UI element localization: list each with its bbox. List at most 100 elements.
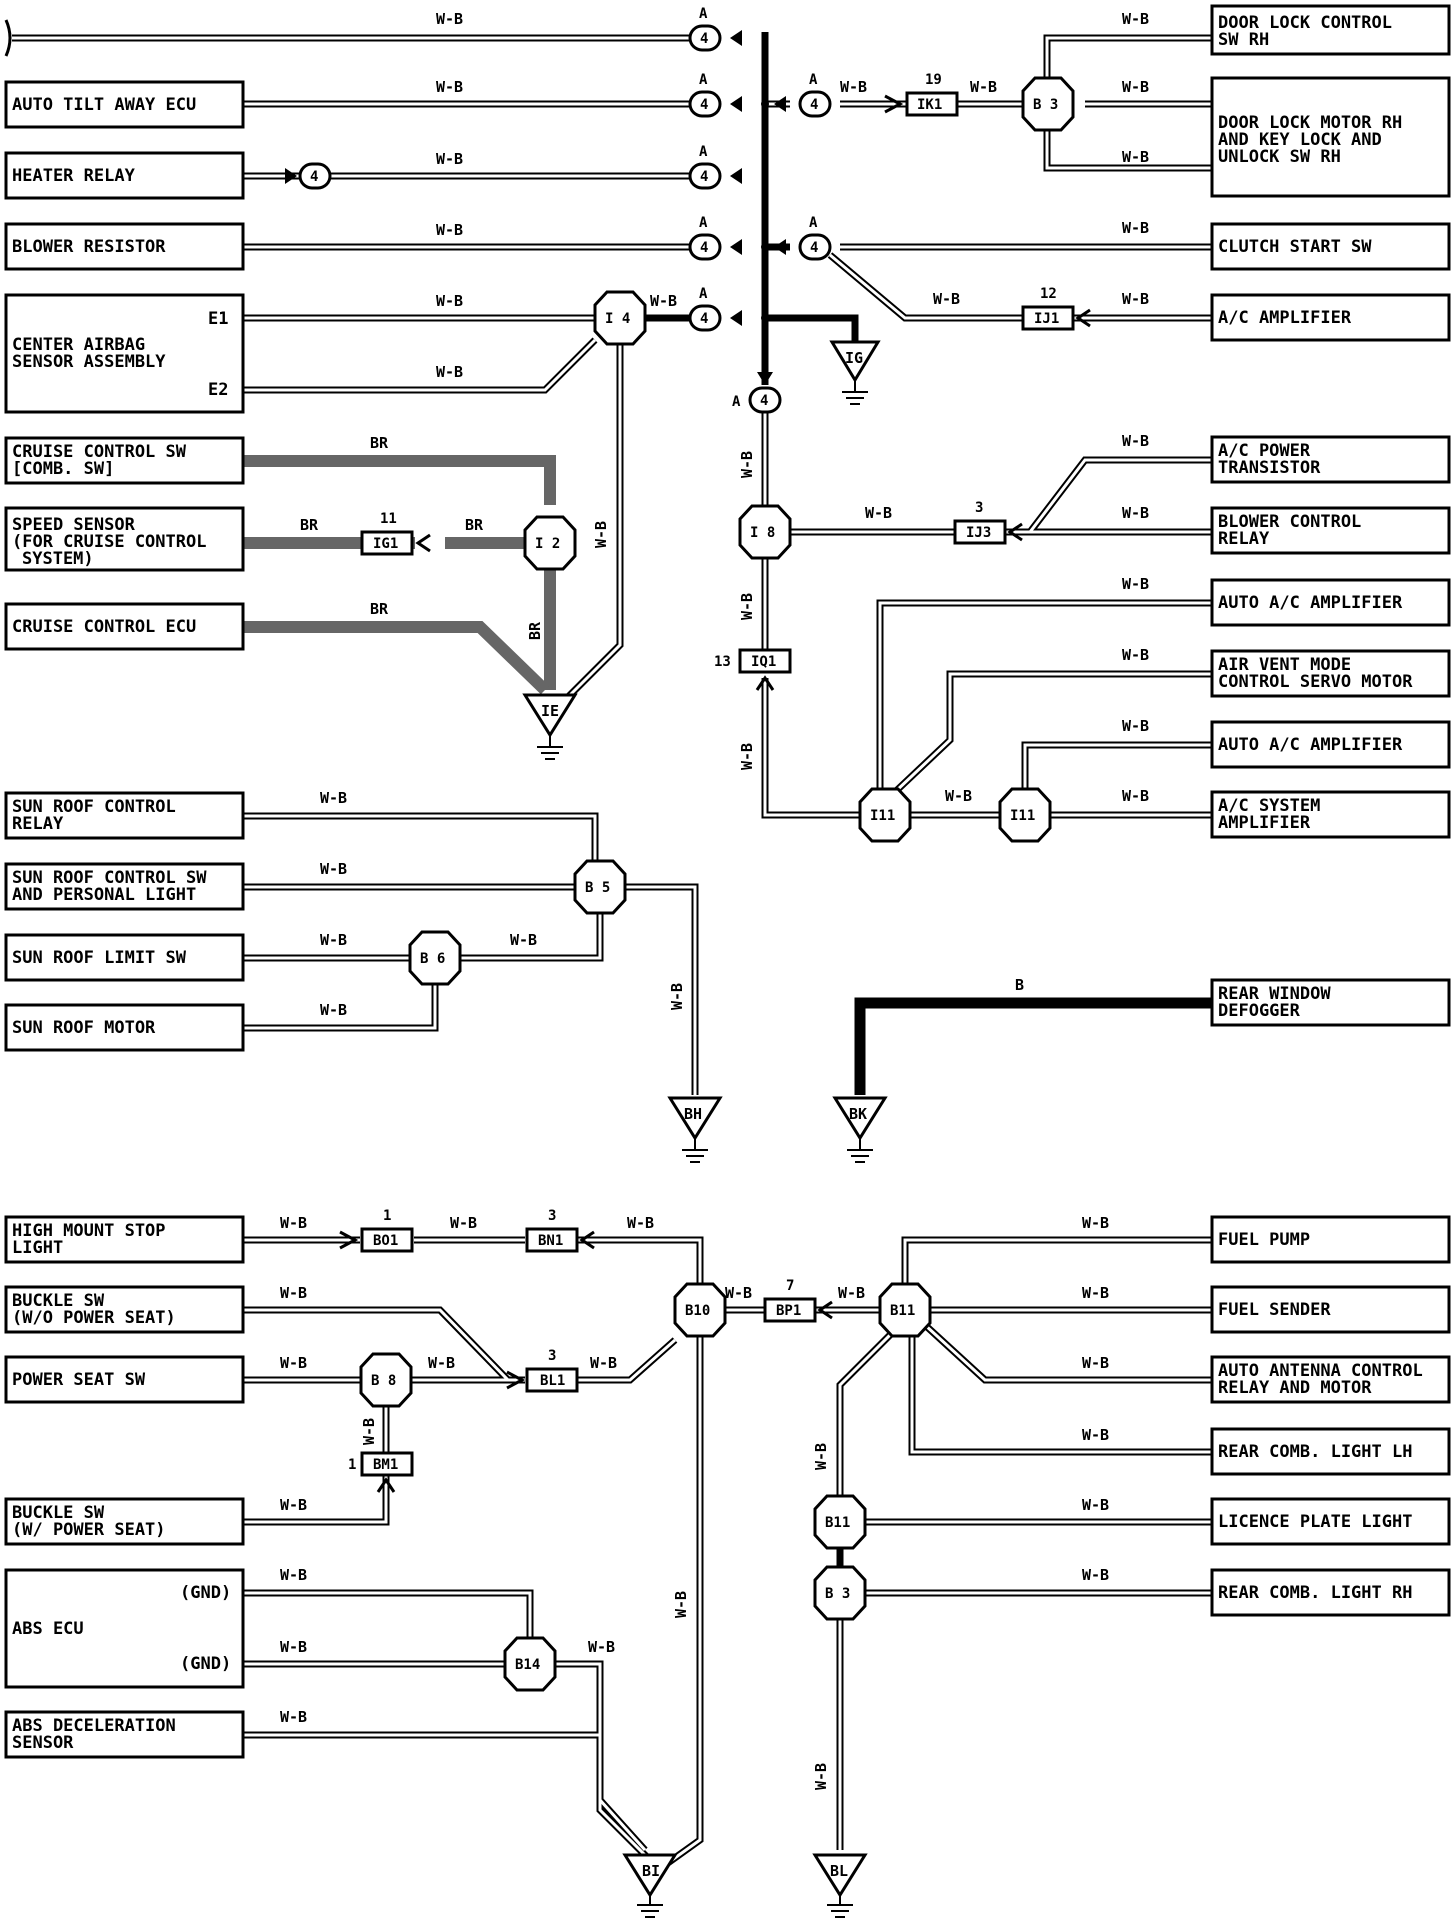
wire: [243, 1733, 652, 1862]
arrow-icon: [506, 1370, 526, 1390]
junction-label: B 5: [585, 880, 610, 896]
label: (W/O POWER SEAT): [12, 1308, 176, 1328]
wire: [1043, 34, 1212, 78]
wire-color-label: W-B: [668, 983, 686, 1010]
ground-label: BK: [849, 1105, 867, 1123]
arrow-icon: [884, 94, 904, 114]
component-air-vent-mode-servo: AIR VENT MODE CONTROL SERVO MOTOR: [1210, 649, 1451, 698]
wire: [761, 678, 860, 819]
b-wire: [854, 997, 1212, 1095]
arrow-icon: [755, 675, 775, 691]
ground-label: BL: [830, 1862, 848, 1880]
wire-color-label: W-B: [1122, 432, 1149, 450]
connector-pin: 13: [714, 654, 731, 670]
arrow-icon: [339, 1230, 359, 1250]
pin: 4: [310, 169, 318, 185]
component-abs-deceleration-sensor: ABS DECELERATION SENSOR: [4, 1710, 245, 1759]
label: AND KEY LOCK AND: [1218, 130, 1382, 150]
connector-a4: 4: [285, 162, 332, 190]
connector-letter: A: [699, 72, 708, 88]
connector-pin: 3: [975, 500, 983, 516]
pin: 4: [700, 240, 708, 256]
wire-color-label: BR: [465, 516, 484, 534]
wire: [577, 1338, 676, 1382]
label: TRANSISTOR: [1218, 458, 1321, 478]
pin: 4: [700, 97, 708, 113]
connector-pin: 12: [1040, 286, 1057, 302]
label: LIGHT: [12, 1238, 63, 1258]
arrow-icon: [730, 310, 742, 326]
connector-code: IQ1: [751, 654, 776, 670]
label: UNLOCK SW RH: [1218, 147, 1341, 167]
junction-label: I 4: [605, 311, 630, 327]
wire-color-label: W-B: [360, 1418, 378, 1445]
ground-icon: [682, 1138, 708, 1163]
wire-color-label: W-B: [650, 292, 677, 310]
component-door-lock-control-sw: DOOR LOCK CONTROL SW RH: [1210, 4, 1451, 56]
arrow-icon: [730, 168, 742, 184]
connector-code: BN1: [538, 1233, 563, 1249]
wire: [577, 1238, 702, 1290]
junction-b14: B14: [503, 1636, 557, 1692]
component-fuel-pump: FUEL PUMP: [1210, 1215, 1451, 1264]
label: AUTO TILT AWAY ECU: [12, 95, 196, 115]
label: DOOR LOCK CONTROL: [1218, 13, 1392, 33]
wire: [243, 1591, 532, 1640]
label: BUCKLE SW: [12, 1503, 105, 1523]
ground-bk: BK: [832, 1096, 888, 1163]
component-ac-system-amplifier: A/C SYSTEM AMPLIFIER: [1210, 790, 1451, 839]
wire-color-label: W-B: [510, 931, 537, 949]
wire-color-label: W-B: [588, 1638, 615, 1656]
label: LICENCE PLATE LIGHT: [1218, 1512, 1412, 1532]
label: SYSTEM): [22, 549, 94, 569]
connector-a4: 4 A: [688, 286, 742, 332]
component-buckle-sw-wo-power-seat: BUCKLE SW (W/O POWER SEAT): [4, 1285, 245, 1334]
connector-a4: 4 A: [688, 215, 742, 261]
wire: [901, 1236, 1212, 1285]
label: A/C SYSTEM: [1218, 796, 1320, 816]
connector-letter: A: [809, 215, 818, 231]
label: ABS ECU: [12, 1619, 84, 1639]
junction-b6: B 6: [408, 930, 462, 986]
wire-color-label: W-B: [320, 789, 347, 807]
pin: 4: [760, 393, 768, 409]
wire: [555, 1662, 647, 1852]
component-ac-power-transistor: A/C POWER TRANSISTOR: [1210, 435, 1451, 484]
connector-code: BL1: [540, 1373, 565, 1389]
arrow-icon: [730, 239, 742, 255]
component-rear-window-defogger: REAR WINDOW DEFOGGER: [1210, 978, 1451, 1027]
wire-color-label: W-B: [436, 150, 463, 168]
component-auto-tilt-away-ecu: AUTO TILT AWAY ECU: [4, 80, 245, 129]
wire: [1023, 743, 1212, 790]
connector-code: IG1: [373, 536, 398, 552]
wire-color-label: W-B: [1082, 1284, 1109, 1302]
component-door-lock-motor: DOOR LOCK MOTOR RH AND KEY LOCK AND UNLO…: [1210, 76, 1451, 198]
label: (W/ POWER SEAT): [12, 1520, 166, 1540]
arrow-icon: [415, 533, 431, 553]
arrow-icon: [579, 1230, 595, 1250]
component-auto-ac-amplifier: AUTO A/C AMPLIFIER: [1210, 578, 1451, 627]
junction-layer: I 4 I 2 I 8 I11 I11 B 3 B 5 B 6: [359, 76, 1075, 1692]
ground-label: IG: [845, 349, 863, 367]
junction-label: B 6: [420, 951, 445, 967]
arrow-icon: [285, 168, 297, 184]
junction-label: B11: [890, 1303, 915, 1319]
connector-pin: 3: [548, 1348, 556, 1364]
wire: [243, 1589, 534, 1640]
connector-letter: A: [809, 72, 818, 88]
label: ABS DECELERATION: [12, 1716, 176, 1736]
wire-color-label: W-B: [1082, 1214, 1109, 1232]
ground-label: IE: [541, 702, 559, 720]
wire: [1045, 36, 1212, 78]
wire-color-label: W-B: [838, 1284, 865, 1302]
component-top-line: [4, 19, 12, 57]
wire-color-label: W-B: [1122, 10, 1149, 28]
pin: 4: [810, 240, 818, 256]
connector-letter: A: [699, 6, 708, 22]
arrow-icon: [730, 96, 742, 112]
arrow-icon: [1007, 522, 1023, 542]
wire-color-label: W-B: [1122, 219, 1149, 237]
label: REAR WINDOW: [1218, 984, 1331, 1004]
label: A/C AMPLIFIER: [1218, 308, 1352, 328]
label: REAR COMB. LIGHT LH: [1218, 1442, 1412, 1462]
